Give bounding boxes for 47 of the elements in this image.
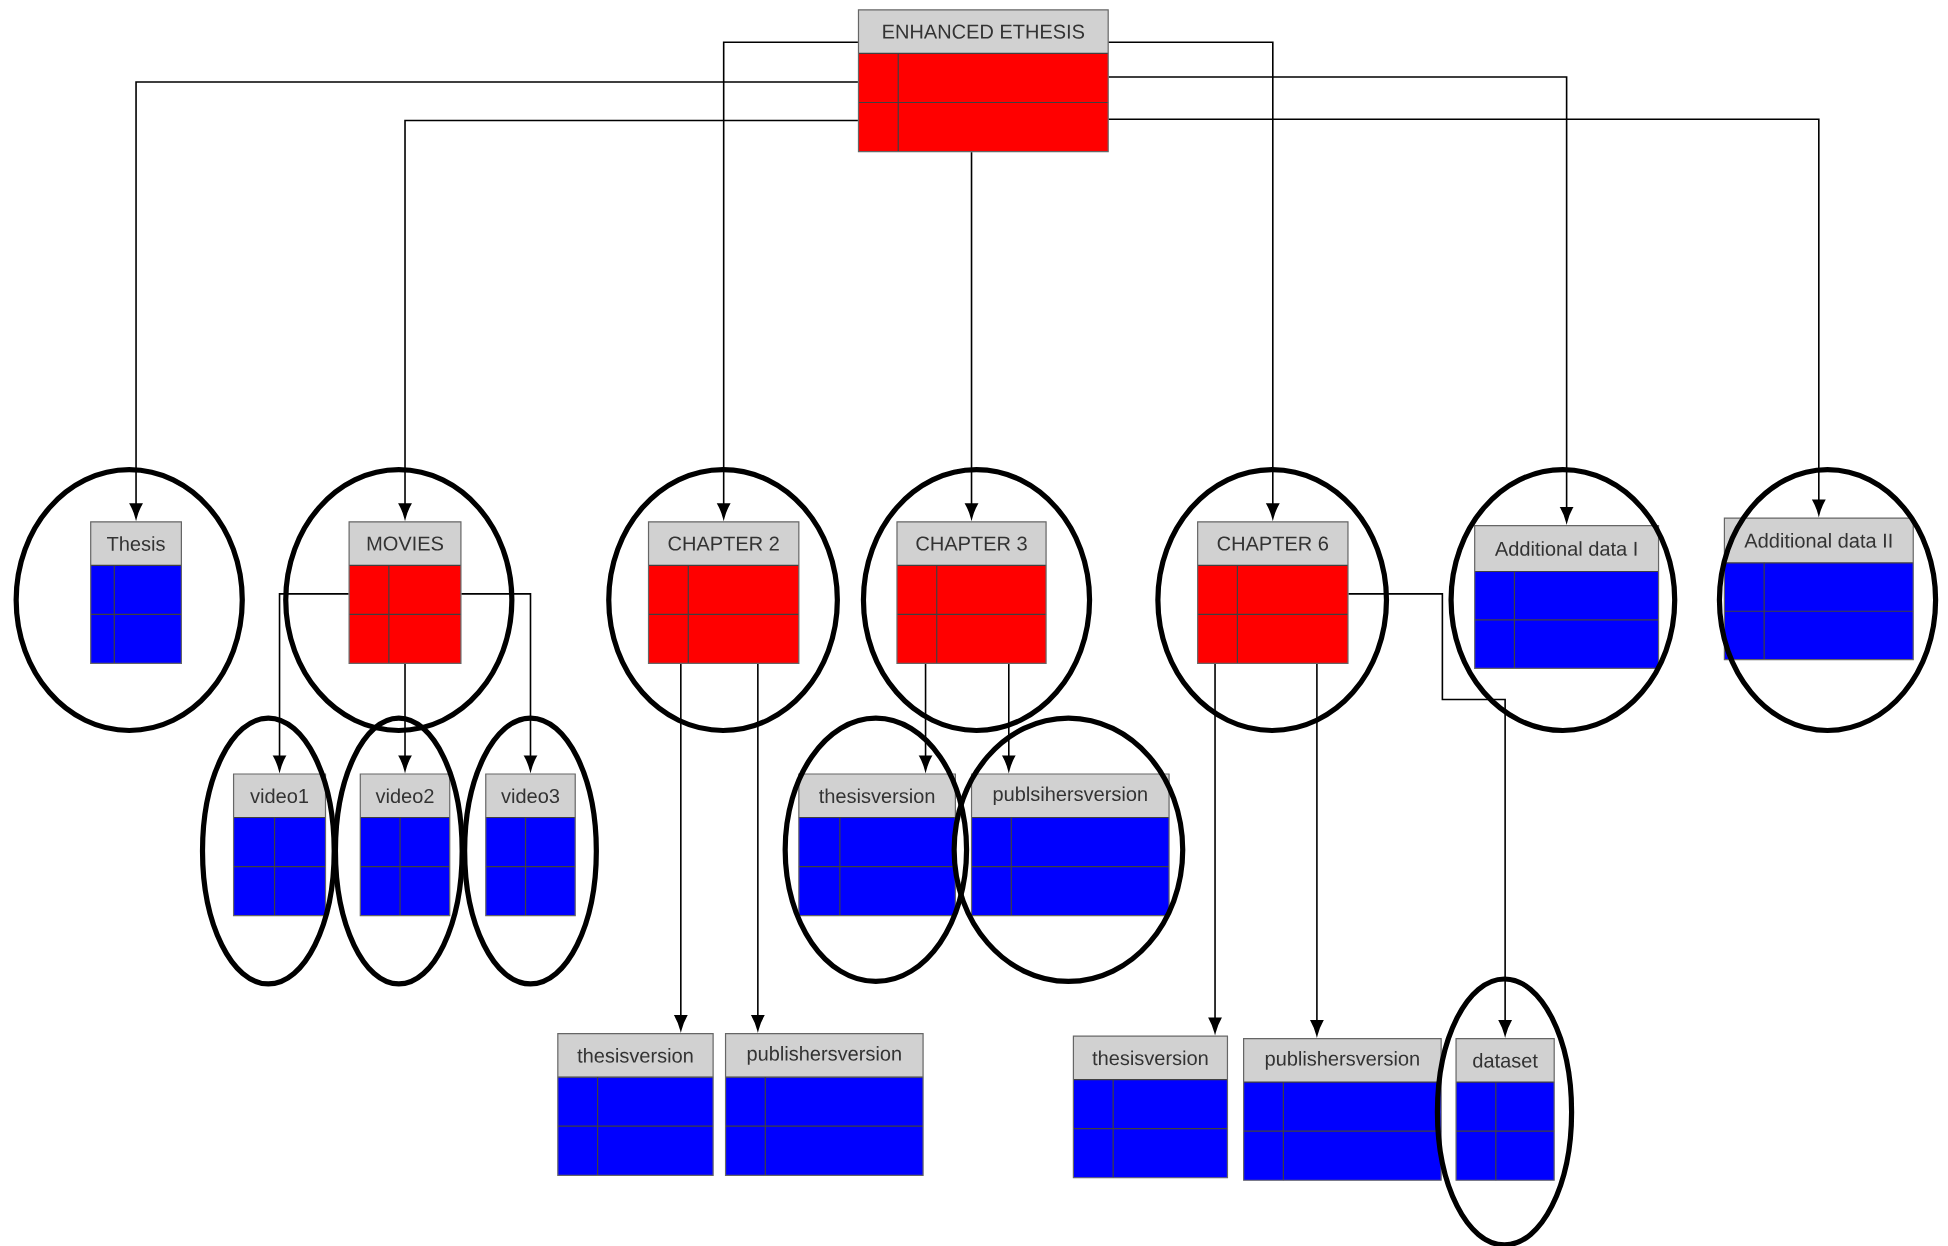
highlight-ellipse [782, 715, 970, 985]
table-box: Thesis [90, 521, 182, 664]
table-box: publishersversion [724, 1033, 924, 1176]
arrow [751, 663, 765, 1031]
arrow [1108, 41, 1280, 519]
table-box: thesisversion [798, 773, 956, 917]
highlight-ellipse [13, 467, 245, 734]
arrow [129, 81, 859, 519]
arrow [1108, 76, 1573, 523]
highlight-ellipse [199, 715, 337, 987]
arrow [1310, 663, 1324, 1036]
arrow [1208, 663, 1222, 1034]
arrow [398, 663, 412, 771]
highlight-ellipse [951, 715, 1186, 985]
table-box: publishersversion [1243, 1038, 1442, 1181]
table-box: Additional data II [1723, 517, 1914, 661]
table-box: video1 [232, 773, 327, 917]
table-box: ENHANCED ETHESIS [857, 9, 1109, 153]
arrow [460, 593, 537, 771]
table-box: MOVIES [348, 521, 462, 664]
table-box: thesisversion [557, 1033, 714, 1176]
highlight-ellipse [606, 467, 840, 734]
highlight-ellipse [332, 715, 465, 987]
table-box: thesisversion [1072, 1035, 1229, 1179]
table-box: CHAPTER 3 [896, 521, 1047, 664]
table-box: publsihersversion [970, 773, 1170, 917]
arrow [398, 119, 859, 519]
table-box: video2 [359, 773, 451, 917]
table-box: dataset [1455, 1038, 1555, 1181]
highlight-ellipse [1448, 467, 1678, 734]
table-box: video3 [485, 773, 576, 917]
arrow [273, 593, 350, 771]
arrow [1108, 118, 1826, 516]
highlight-ellipse [1716, 467, 1939, 734]
arrow [717, 41, 859, 519]
highlight-ellipse [283, 467, 515, 734]
table-box: Additional data I [1474, 524, 1660, 669]
highlight-ellipse [1155, 467, 1390, 734]
arrow [1002, 663, 1016, 771]
arrow [674, 663, 688, 1031]
table-box: CHAPTER 2 [647, 521, 800, 664]
arrow [965, 151, 978, 519]
arrow [1347, 593, 1512, 1036]
highlight-ellipse [462, 715, 599, 987]
highlight-ellipse [860, 467, 1093, 734]
arrow [919, 663, 932, 771]
table-box: CHAPTER 6 [1197, 521, 1349, 664]
